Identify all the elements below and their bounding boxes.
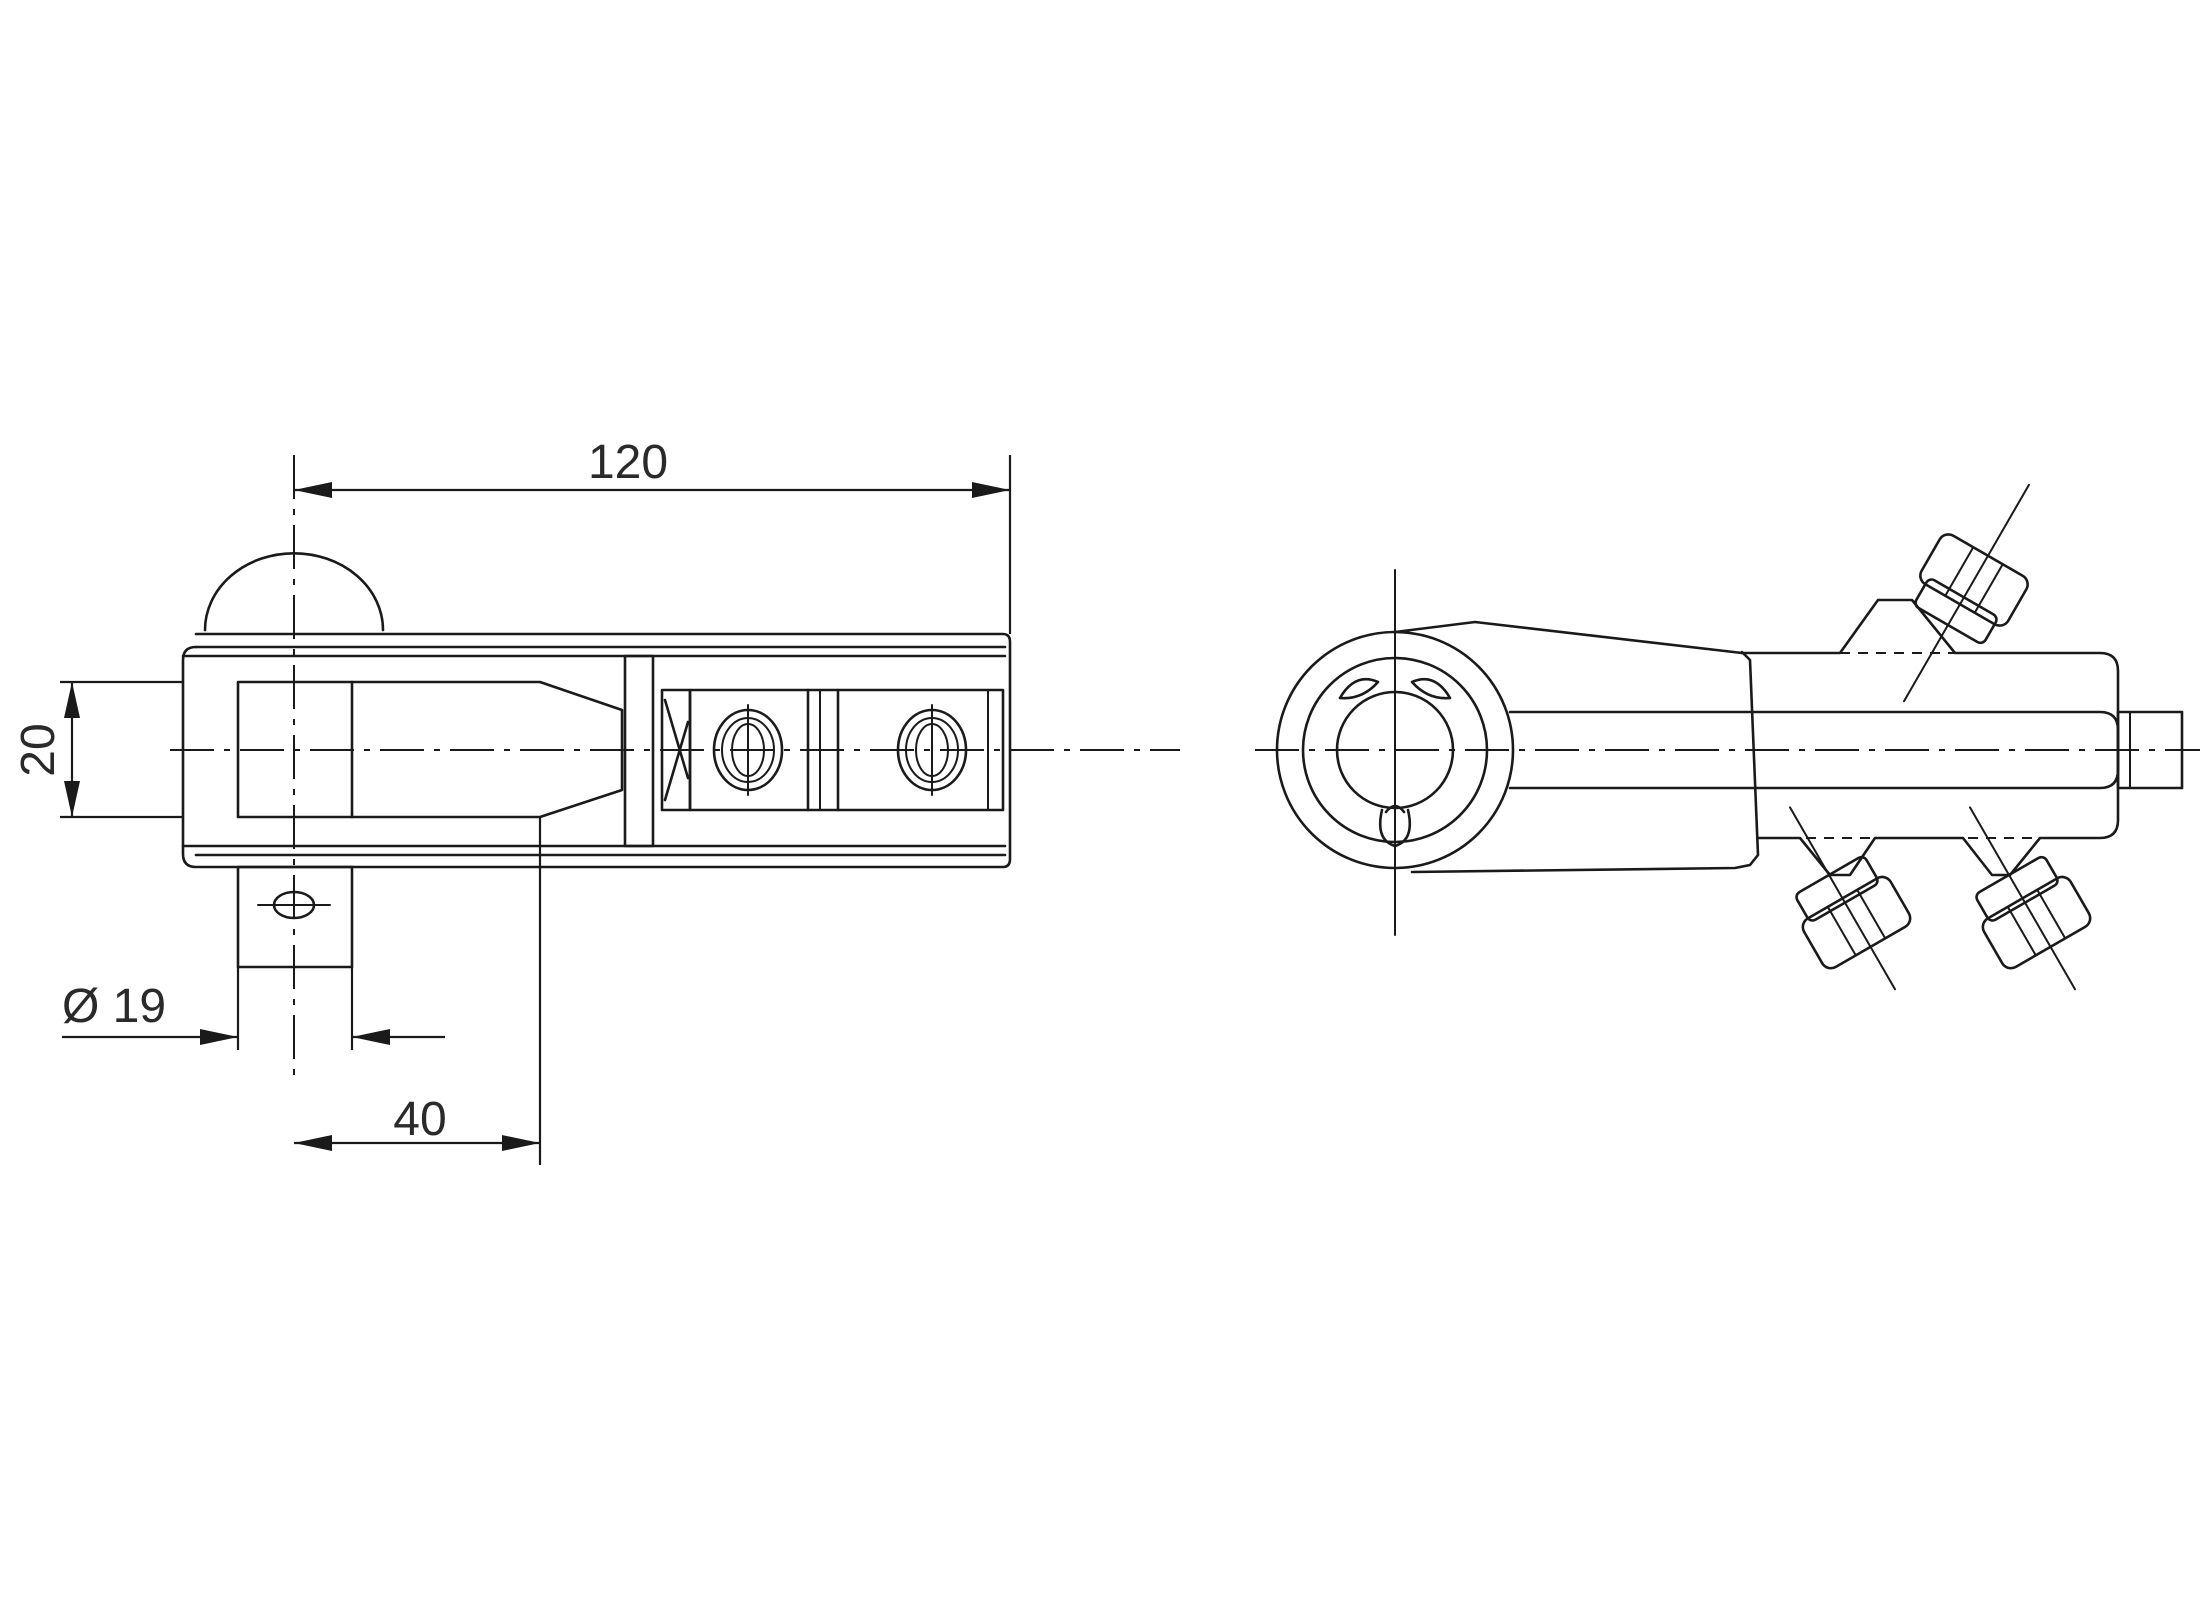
nut-bottom-left (1789, 806, 1912, 991)
dimension-height: 20 (12, 682, 80, 817)
clamp-body (1740, 598, 2120, 877)
nut-bottom-right (1969, 806, 2092, 991)
arm-outline (1393, 620, 1760, 874)
spring-clip (1338, 677, 1452, 700)
dimension-pin-diameter: Ø 19 (62, 980, 445, 1045)
dimension-height-label: 20 (12, 723, 65, 776)
dimension-length-label: 120 (588, 436, 668, 489)
dimension-offset: 40 (294, 1093, 540, 1151)
dimension-length: 120 (294, 436, 1010, 498)
top-view (60, 455, 1180, 1165)
dimension-offset-label: 40 (393, 1093, 446, 1146)
wedge-block-3 (836, 688, 1005, 812)
side-view (1255, 483, 2200, 991)
nut-top (1903, 483, 2030, 703)
dimension-pin-diameter-label: Ø 19 (62, 980, 166, 1033)
